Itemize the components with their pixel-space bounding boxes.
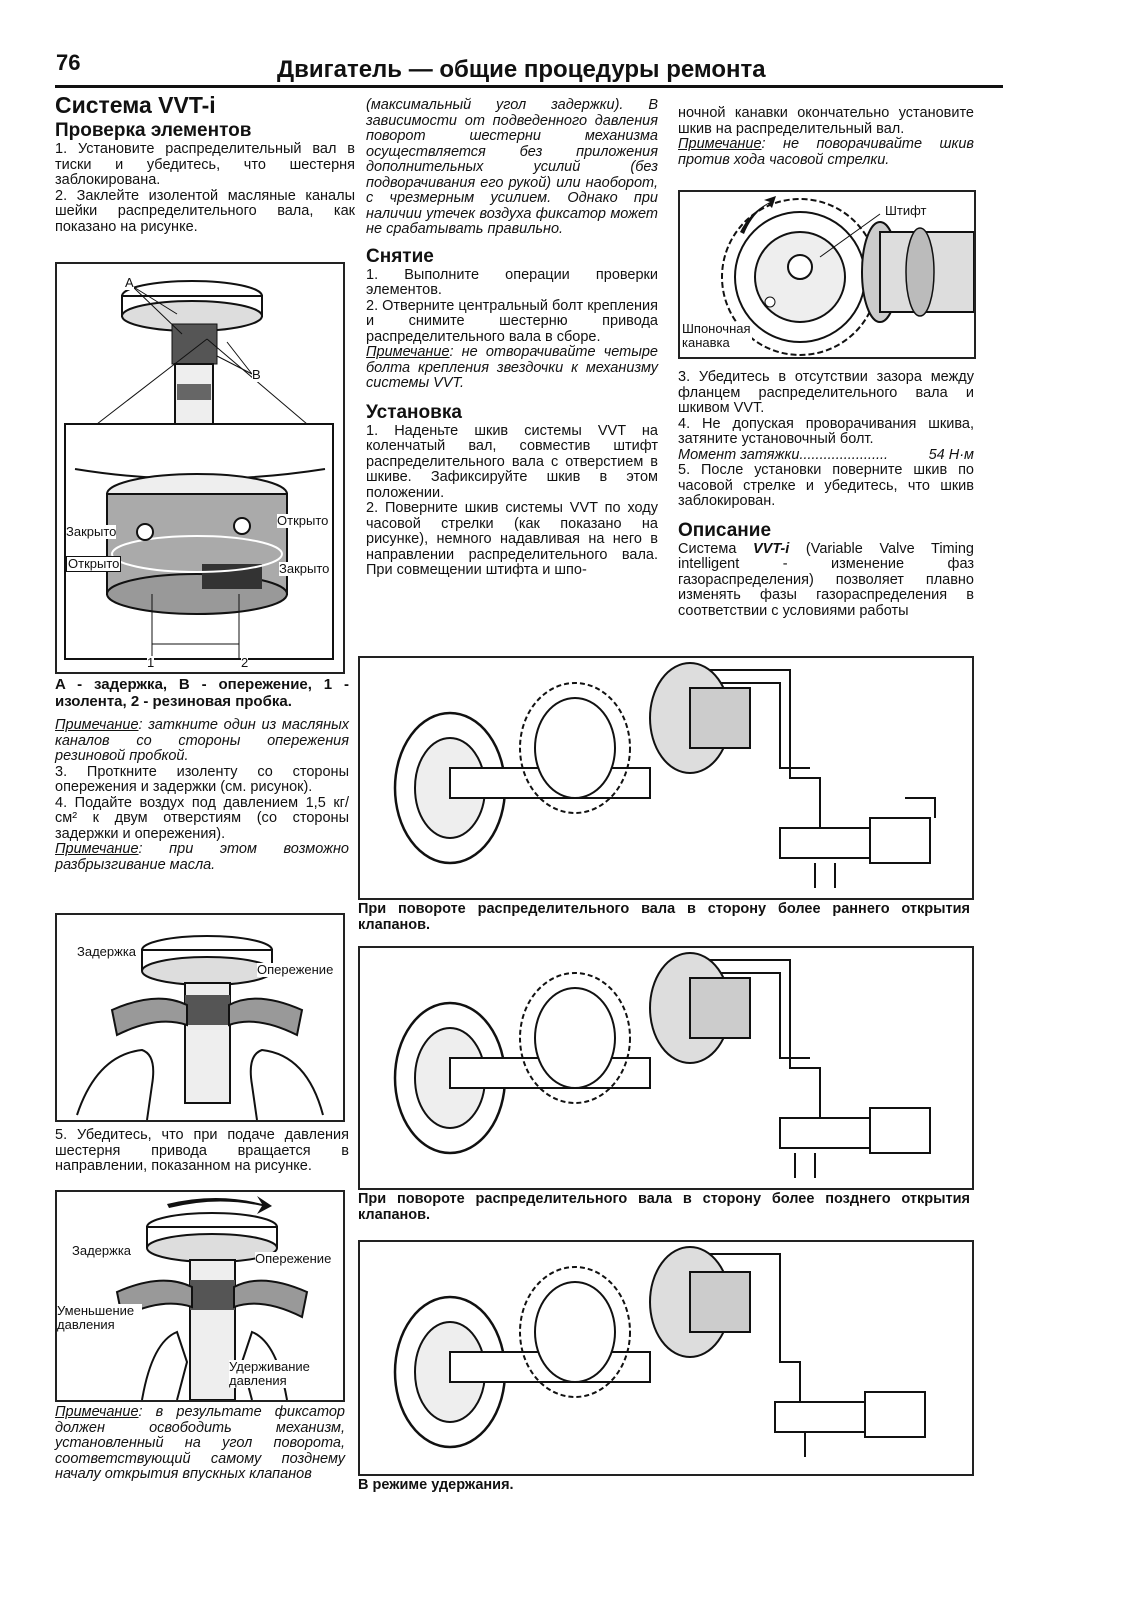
label-decrease-pressure: Уменьшение давления <box>57 1304 142 1332</box>
step-2: 2. Заклейте изолентой масляные каналы ше… <box>55 187 355 235</box>
label-pin: Штифт <box>885 203 927 218</box>
col3-note-text: : не поворачивайте шкив против хода часо… <box>678 136 974 168</box>
label-keyway: Шпоночная канавка <box>682 321 752 350</box>
description-pre: Система <box>678 540 754 557</box>
install-step-1: 1. Наденьте шкив системы VVT на коленчат… <box>366 422 658 501</box>
label-delay-2: Задержка <box>72 1243 132 1258</box>
vvt-assembly-1 <box>393 662 936 888</box>
label-delay: Задержка <box>77 944 137 959</box>
description-title: Описание <box>678 519 772 541</box>
label-closed-left: Закрыто <box>66 524 117 539</box>
step-3: 3. Проткните изоленту со стороны опереже… <box>55 763 349 795</box>
rotation-arrow-icon <box>167 1196 272 1214</box>
note-1-label: Примечание <box>55 717 139 733</box>
removal-note: Примечание: не отворачивайте четыре болт… <box>366 344 658 392</box>
label-a: A <box>125 275 134 290</box>
column-3-lower: 3. Убедитесь в отсутствии зазора между ф… <box>678 369 974 620</box>
diagram-retard <box>358 946 974 1190</box>
note-3-text: : в результате фиксатор должен освободит… <box>55 1404 345 1482</box>
continued-text-3: ночной канавки окончательно установите ш… <box>678 105 974 137</box>
description-body: (Variable Valve Timing intelligent - изм… <box>678 540 974 619</box>
label-num-1: 1 <box>147 655 155 670</box>
install-step-3: 3. Убедитесь в отсутствии зазора между ф… <box>678 369 974 416</box>
label-advance: Опережение <box>257 962 334 977</box>
vvt-advance-diagram <box>393 662 936 888</box>
figure-tape-oil-channels: A B Закрыто Открыто Открыто Закрыто 1 2 <box>55 262 345 674</box>
subsection-title: Проверка элементов <box>55 120 252 141</box>
label-open-right: Открыто <box>277 513 329 528</box>
col3-note: Примечание: не поворачивайте шкив против… <box>678 136 974 168</box>
torque-label: Момент затяжки <box>678 446 800 463</box>
removal-note-text: : не отворачивайте четыре болта креплени… <box>366 344 658 391</box>
camshaft-tape-illustration <box>64 280 334 660</box>
torque-value: 54 Н·м <box>928 446 974 463</box>
pulley-pin-illustration <box>721 196 974 356</box>
diagram-advance-caption-block: При повороте распределительного вала в с… <box>358 901 970 933</box>
install-title: Установка <box>366 401 462 423</box>
air-pressure-illustration <box>76 935 324 1120</box>
description-brand: VVT-i <box>753 540 790 557</box>
diagram-advance <box>358 656 974 900</box>
section-title: Система VVT-i <box>55 92 216 118</box>
diagram-hold-caption-block: В режиме удержания. <box>358 1477 970 1494</box>
header-rule <box>55 85 1003 88</box>
step-5: 5. Убедитесь, что при подаче давления ше… <box>55 1127 349 1174</box>
vvt-retard-diagram <box>393 952 931 1178</box>
column-2: (максимальный угол задержки). В зависимо… <box>366 97 658 579</box>
column-1-lower: A - задержка, B - опережение, 1 - изолен… <box>55 676 349 873</box>
figure-air-pressure: Задержка Опережение <box>55 913 345 1122</box>
diagram-hold-caption: В режиме удержания. <box>358 1477 514 1493</box>
diagram-hold <box>358 1240 974 1476</box>
continued-text: (максимальный угол задержки). В зависимо… <box>366 97 658 237</box>
page-number: 76 <box>56 50 81 75</box>
removal-step-1: 1. Выполните операции проверки элементов… <box>366 266 658 298</box>
removal-title: Снятие <box>366 245 434 267</box>
figure-1-caption: A - задержка, B - опережение, 1 - изолен… <box>55 676 349 710</box>
note-2-text: : при этом возможно разбрызгивание масла… <box>55 841 349 873</box>
note-3-label: Примечание <box>55 1404 139 1420</box>
label-hold-pressure: Удерживание давления <box>229 1360 329 1388</box>
column-3: ночной канавки окончательно установите ш… <box>678 105 974 168</box>
install-step-2: 2. Поверните шкив системы VVT по ходу ча… <box>366 500 658 578</box>
note-3-block: Примечание: в результате фиксатор должен… <box>55 1404 345 1483</box>
torque-dots: ...................... <box>799 447 889 463</box>
install-step-4: 4. Не допуская проворачивания шкива, зат… <box>678 415 974 447</box>
removal-step-2: 2. Отверните центральный болт крепления … <box>366 297 658 345</box>
step-5-block: 5. Убедитесь, что при подаче давления ше… <box>55 1127 349 1175</box>
removal-note-label: Примечание <box>366 344 450 360</box>
figure-rotation-direction: Задержка Опережение Уменьшение давления … <box>55 1190 345 1402</box>
note-2: Примечание: при этом возможно разбрызгив… <box>55 841 349 873</box>
label-open-left: Открыто <box>66 556 122 572</box>
install-step-5: 5. После установки поверните шкив по час… <box>678 462 974 509</box>
column-1: Система VVT-i Проверка элементов 1. Уста… <box>55 92 355 235</box>
col3-note-label: Примечание <box>678 136 762 152</box>
page-header-title: Двигатель — общие процедуры ремонта <box>277 56 766 83</box>
note-1-text: : заткните один из масляных каналов со с… <box>55 717 349 764</box>
note-2-label: Примечание <box>55 841 139 857</box>
figure-pin-keyway: Штифт Шпоночная канавка <box>678 190 976 359</box>
label-b: B <box>252 367 261 382</box>
step-1: 1. Установите распределительный вал в ти… <box>55 141 355 188</box>
label-closed-right: Закрыто <box>279 561 330 576</box>
step-4: 4. Подайте воздух под давлением 1,5 кг/с… <box>55 794 349 842</box>
diagram-retard-caption: При повороте распределительного вала в с… <box>358 1191 970 1223</box>
rotation-arrow-icon-2 <box>740 196 776 234</box>
label-advance-2: Опережение <box>255 1251 332 1266</box>
torque-spec: Момент затяжки ...................... 54… <box>678 446 974 464</box>
diagram-advance-caption: При повороте распределительного вала в с… <box>358 901 970 933</box>
note-3: Примечание: в результате фиксатор должен… <box>55 1404 345 1483</box>
label-num-2: 2 <box>241 655 249 670</box>
note-1: Примечание: заткните один из масляных ка… <box>55 717 349 765</box>
diagram-retard-caption-block: При повороте распределительного вала в с… <box>358 1191 970 1223</box>
vvt-hold-diagram <box>393 1246 926 1457</box>
description-text: Система VVT-i (Variable Valve Timing int… <box>678 540 974 620</box>
